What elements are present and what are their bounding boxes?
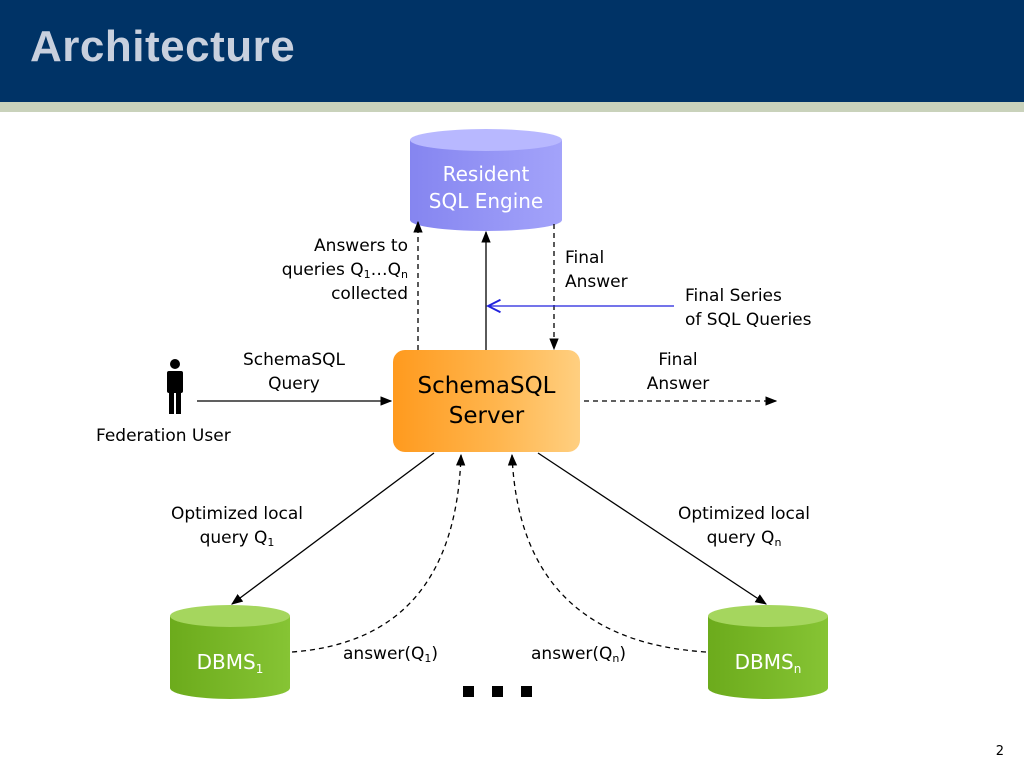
schemasql-query-label: SchemaSQL Query [243, 350, 345, 394]
page-number: 2 [995, 744, 1004, 759]
ellipsis-marks [463, 682, 550, 701]
answer-q1-label: answer(Q1) [343, 644, 439, 665]
final-series-label: Final Series of SQL Queries [685, 286, 812, 330]
dbmsn-answer-arrow [507, 453, 707, 653]
ellipsis-dot [492, 686, 503, 697]
optimized-local-q1-label: Optimized local query Q1 [170, 504, 304, 549]
dbmsn-text: DBMS [734, 650, 794, 674]
ellipsis-dot [463, 686, 474, 697]
server-line2: Server [448, 403, 525, 429]
answers-to-label: Answers to queries Q1…Qn collected [238, 234, 408, 306]
answers-to-line3: collected [331, 284, 408, 304]
server-to-dbms1-arrow [231, 452, 435, 605]
optimized-local-qn-label: Optimized local query Qn [677, 504, 811, 549]
server-to-dbmsn-arrow [537, 452, 767, 605]
resident-engine-line2: SQL Engine [428, 189, 544, 213]
resident-engine-line1: Resident [442, 162, 530, 186]
answers-to-line2: queries Q1…Qn [281, 260, 408, 281]
dbms1-label: DBMS1 [170, 649, 290, 676]
ellipsis-dot [521, 686, 532, 697]
server-line1: SchemaSQL [417, 373, 556, 399]
dbms1-cylinder [170, 605, 290, 699]
dbmsn-label: DBMSn [708, 649, 828, 676]
dbms1-answer-arrow [291, 453, 466, 653]
answer-qn-label: answer(Qn) [531, 644, 627, 665]
slide-title: Architecture [30, 22, 296, 71]
dbms1-sub: 1 [255, 662, 264, 676]
resident-engine-label: Resident SQL Engine [410, 161, 562, 215]
header-stripe [0, 102, 1024, 112]
dbmsn-cylinder [708, 605, 828, 699]
person-icon [167, 359, 183, 414]
final-answer-top-label: Final Answer [565, 248, 628, 292]
federation-user-label: Federation User [96, 426, 231, 446]
final-answer-right-label: Final Answer [646, 350, 710, 394]
schemasql-server-box: SchemaSQL Server [393, 350, 580, 452]
resident-sql-engine-cylinder [410, 129, 562, 231]
slide-header [0, 0, 1024, 102]
answers-to-line1: Answers to [314, 236, 408, 256]
dbms1-text: DBMS [196, 650, 256, 674]
dbmsn-sub: n [793, 662, 802, 676]
